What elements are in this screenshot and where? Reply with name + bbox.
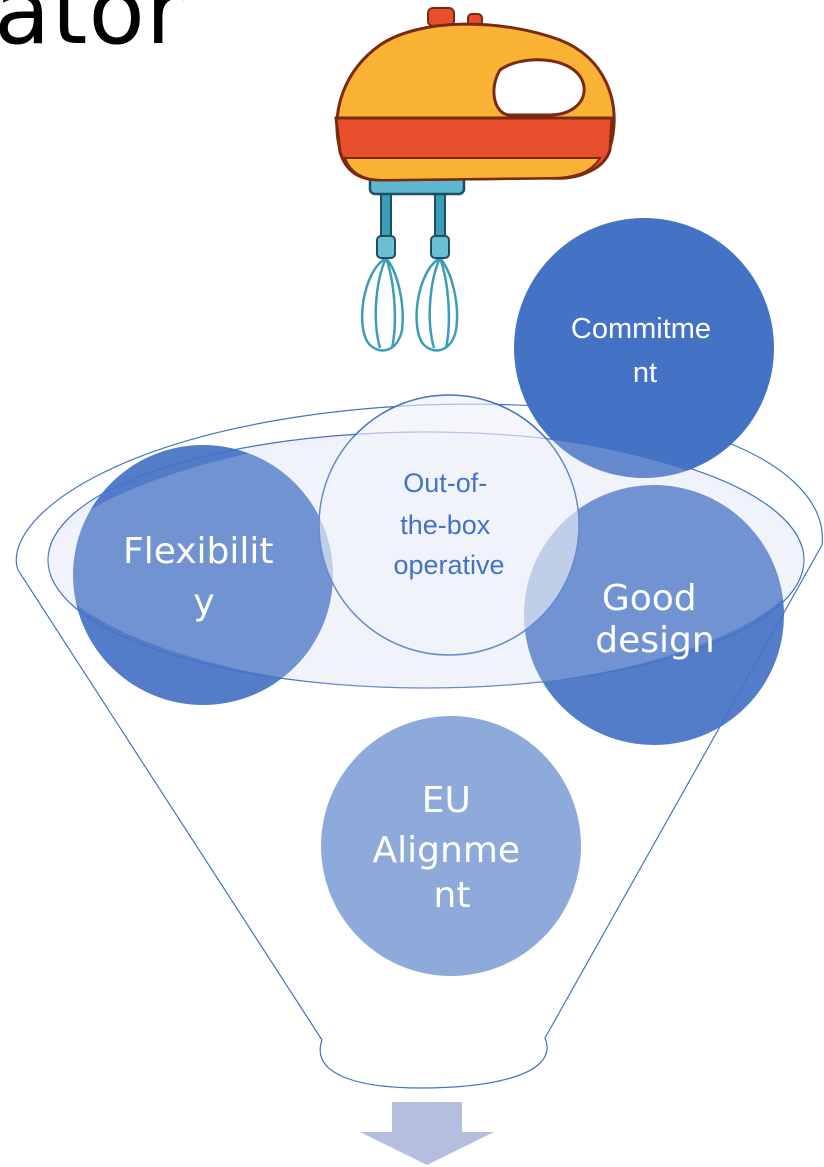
slide-title-fragment: ator: [0, 0, 185, 65]
bubble-out-of-the-box: [318, 394, 580, 656]
funnel-outline: [15, 403, 823, 1089]
bubble-eu-alignment-label: EU Alignme nt: [373, 780, 532, 916]
bubble-eu-alignment: [321, 716, 581, 976]
bubble-flexibility: [73, 445, 333, 705]
bubble-good-design-label: Good design: [595, 578, 714, 661]
rim-overlay: [48, 431, 804, 690]
down-arrow-icon: [360, 1102, 494, 1165]
hand-mixer-icon: [334, 7, 616, 352]
bubble-commitment-label: Commitme nt: [571, 313, 719, 389]
bubble-out-of-the-box-label: Out-of- the-box operative: [393, 468, 504, 580]
bubble-good-design: [524, 485, 784, 745]
bubble-flexibility-label: Flexibilit y: [123, 531, 285, 623]
bubble-commitment: [514, 218, 774, 478]
